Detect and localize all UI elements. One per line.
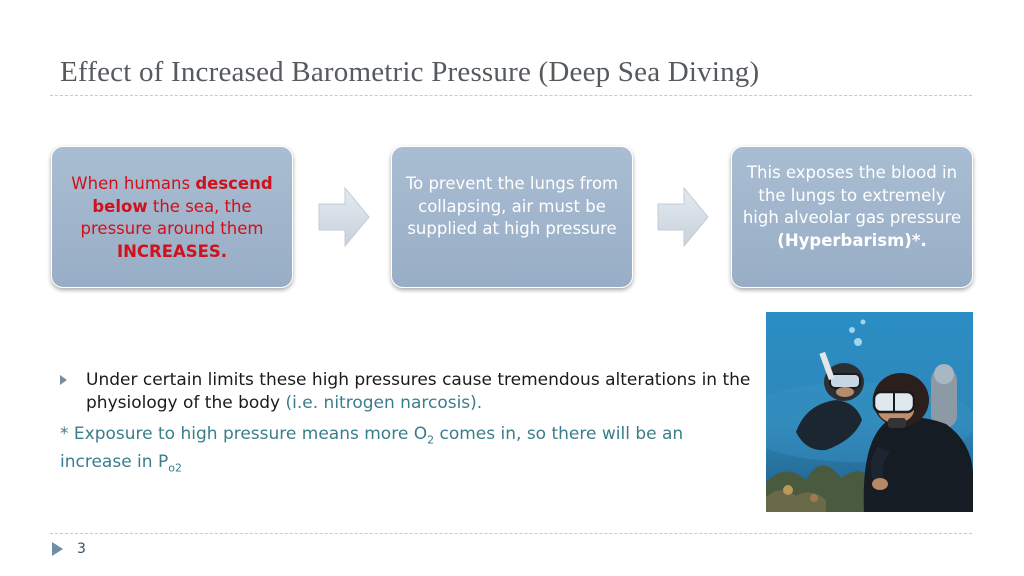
box1-text-bold-b: INCREASES. <box>116 241 228 261</box>
box3-text-bold: (Hyperbarism)*. <box>777 230 927 250</box>
footnote: * Exposure to high pressure means more O… <box>60 423 720 480</box>
slide-title: Effect of Increased Barometric Pressure … <box>60 56 760 88</box>
footnote-sub-b: o2 <box>168 461 182 475</box>
right-arrow-icon <box>318 187 370 247</box>
bullet-point: Under certain limits these high pressure… <box>60 369 760 415</box>
box1-text-a: When humans <box>71 174 196 193</box>
footnote-sub-a: 2 <box>427 433 435 447</box>
footnote-text-a: * Exposure to high pressure means more O <box>60 424 428 444</box>
bullet-example-text: (i.e. nitrogen narcosis). <box>285 393 483 413</box>
flow-box-descend: When humans descend below the sea, the p… <box>51 146 293 288</box>
right-arrow-icon <box>657 187 709 247</box>
flow-box-hyperbarism-text: This exposes the blood in the lungs to e… <box>740 162 964 252</box>
flow-box-supply-air-text: To prevent the lungs from collapsing, ai… <box>405 174 619 238</box>
flow-box-descend-text: When humans descend below the sea, the p… <box>60 173 284 263</box>
bullet-main-text: Under certain limits these high pressure… <box>86 370 751 413</box>
box1-text-b: the sea, the pressure around them <box>80 196 264 239</box>
footer-divider <box>50 533 972 534</box>
title-divider <box>50 95 972 96</box>
scuba-divers-photo <box>766 312 973 512</box>
bullet-text: Under certain limits these high pressure… <box>86 369 760 415</box>
flow-box-hyperbarism: This exposes the blood in the lungs to e… <box>731 146 973 288</box>
footnote-text-b: comes in, so there will be an increase i… <box>60 424 684 473</box>
box3-text-a: This exposes the blood in the lungs to e… <box>742 163 962 227</box>
flow-box-supply-air: To prevent the lungs from collapsing, ai… <box>391 146 633 288</box>
triangle-bullet-icon <box>60 375 67 385</box>
box1-text-bold-a: descend below <box>92 174 273 216</box>
page-number: 3 <box>77 541 86 557</box>
slide-marker-icon <box>52 542 63 556</box>
